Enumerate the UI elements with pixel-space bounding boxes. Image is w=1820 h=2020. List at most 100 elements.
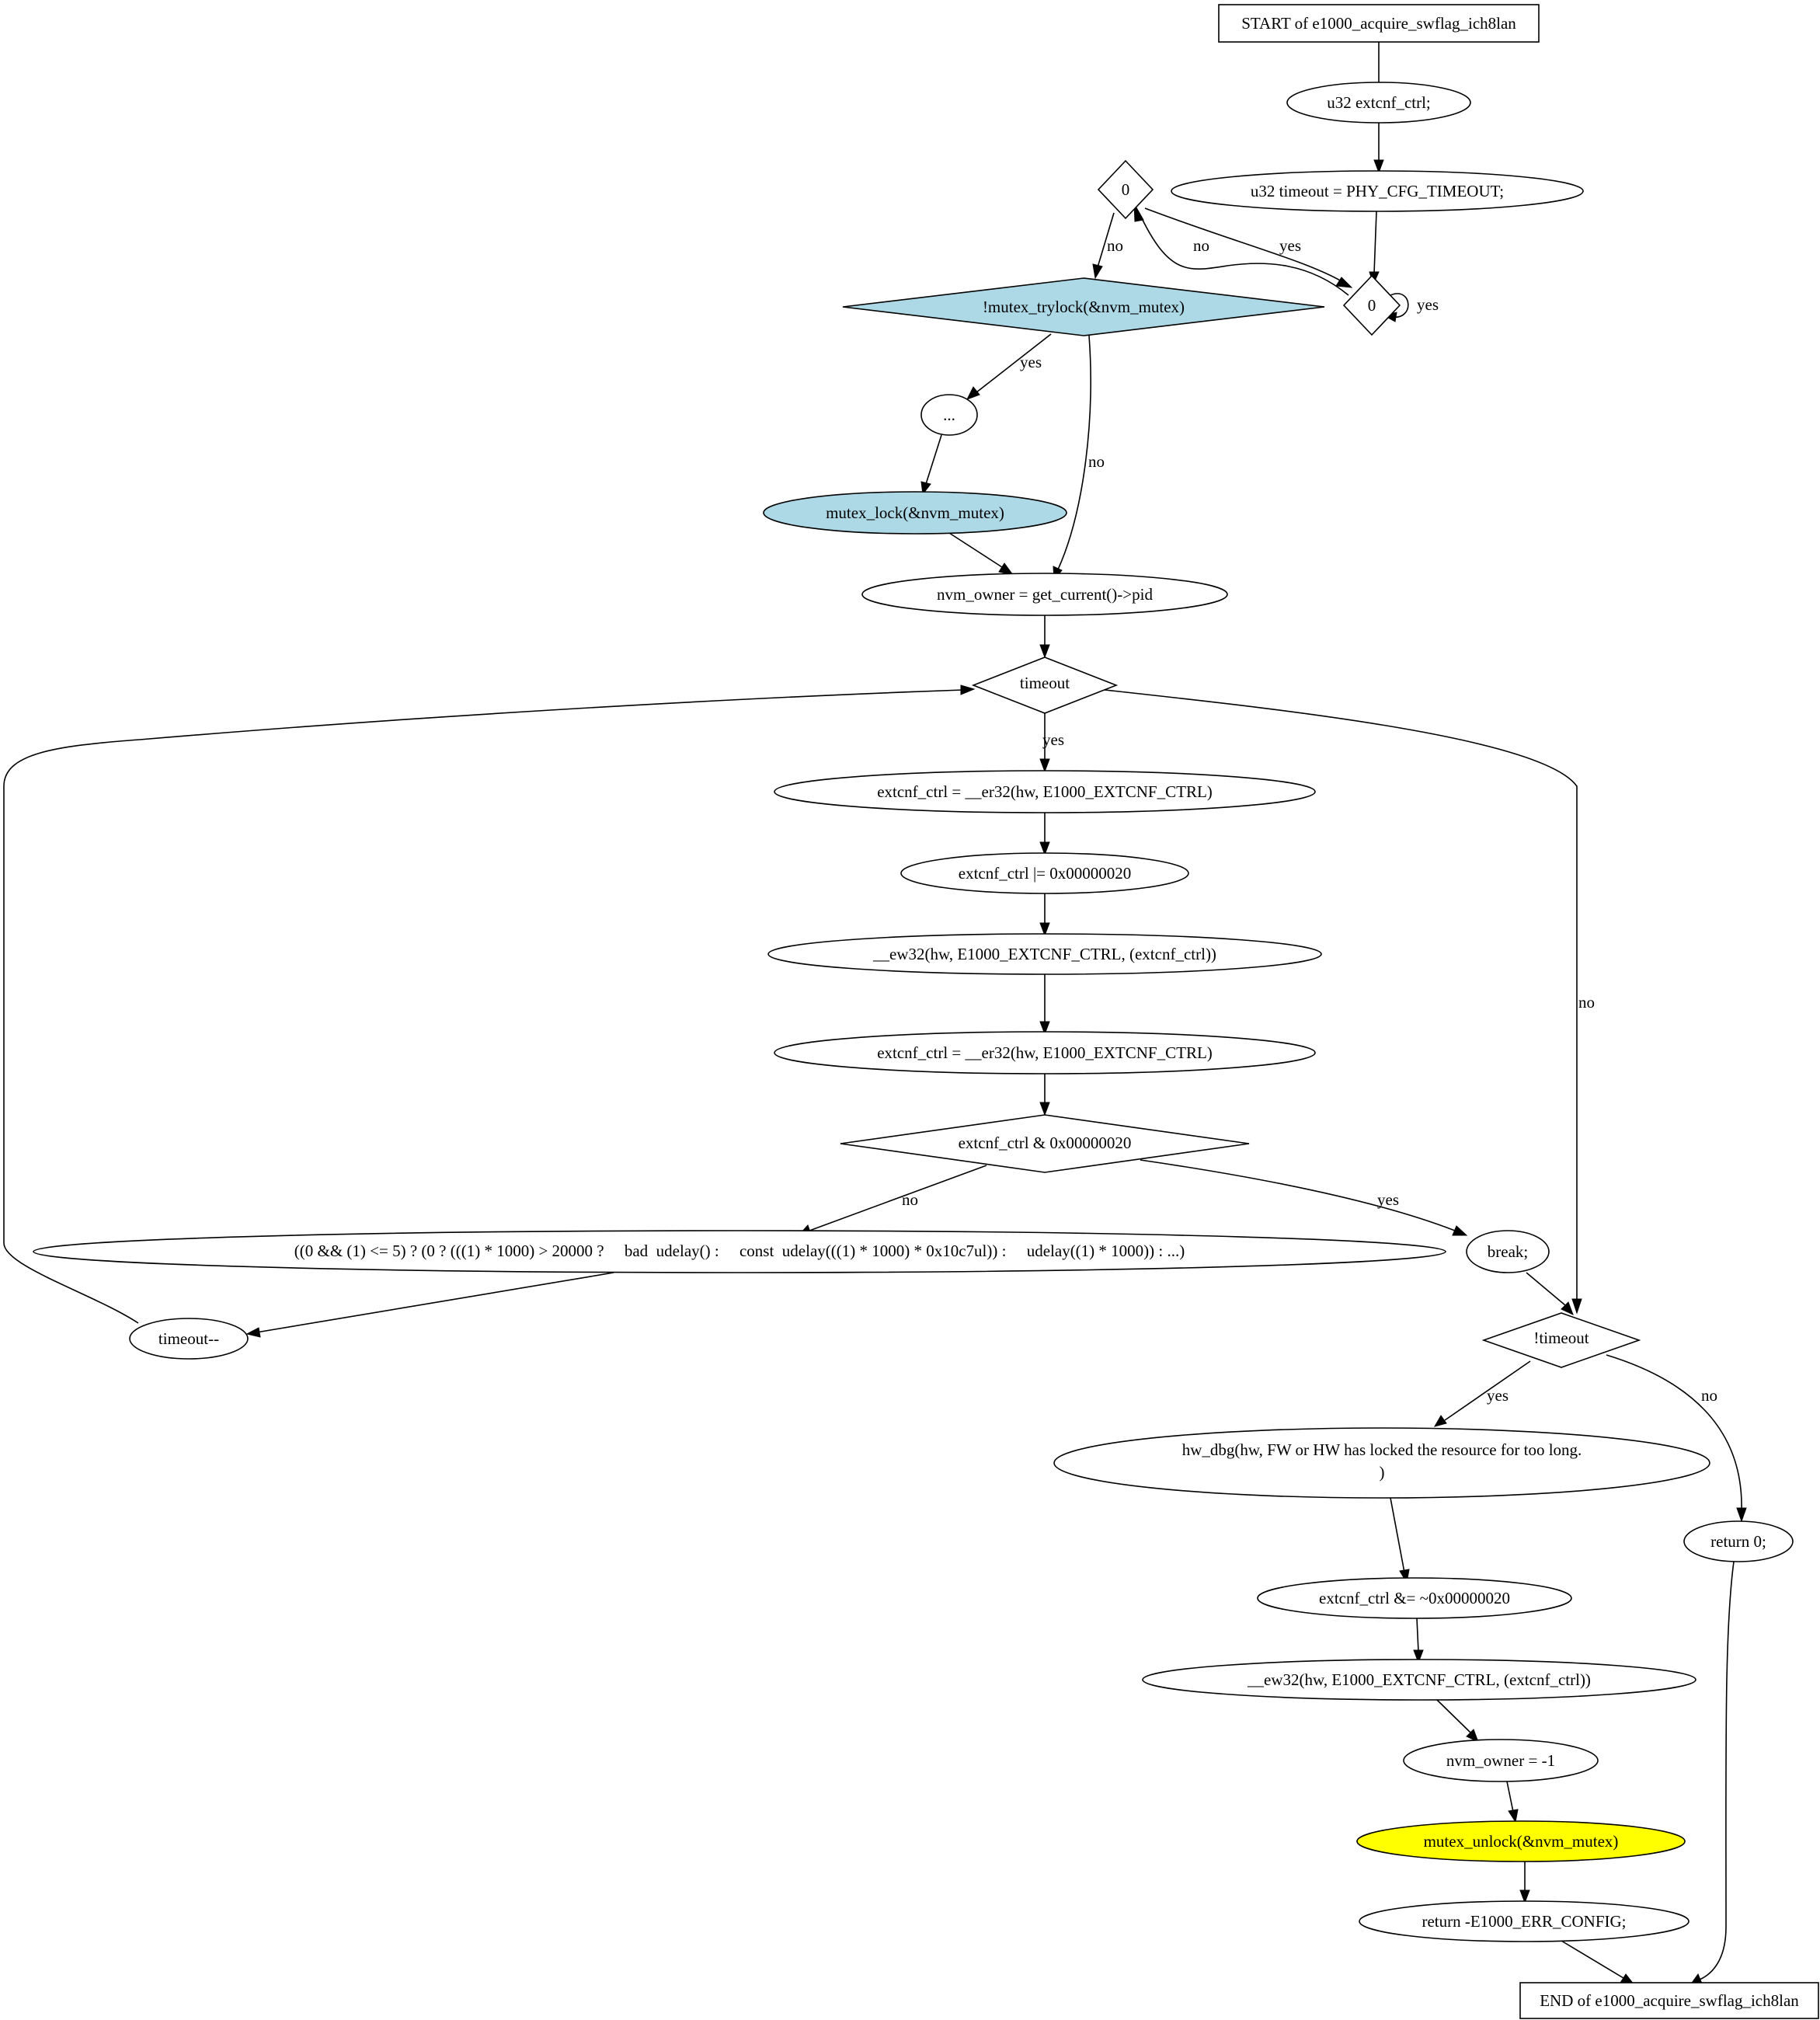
- edge-ew32-b-to-owner-reset: [1436, 1699, 1471, 1733]
- node-trylock-label: !mutex_trylock(&nvm_mutex): [983, 298, 1185, 316]
- node-owner-reset-label: nvm_owner = -1: [1446, 1751, 1555, 1770]
- node-timeout-dec-shape: [129, 1318, 249, 1360]
- node-owner-reset-shape: [1403, 1739, 1599, 1782]
- node-udelay-label: ((0 && (1) <= 5) ? (0 ? (((1) * 1000) > …: [294, 1242, 1185, 1260]
- node-zero-b-diamond: [1342, 274, 1401, 336]
- node-not-timeout-diamond: [1481, 1312, 1641, 1368]
- node-ellipsis: ...: [920, 394, 978, 436]
- edge-label-timeout-no: no: [1578, 993, 1595, 1012]
- edge-label-trylock-yes: yes: [1020, 353, 1042, 371]
- node-return-err-label: return -E1000_ERR_CONFIG;: [1422, 1912, 1626, 1931]
- arrowhead: [1039, 1021, 1050, 1036]
- node-nvm-owner-shape: [861, 573, 1228, 616]
- arrowhead: [960, 684, 976, 695]
- edge-udelay-to-timeout-dec: [256, 1272, 614, 1333]
- arrowhead: [1736, 1507, 1747, 1523]
- node-break-shape: [1466, 1230, 1550, 1273]
- node-ew32-a-shape: [767, 933, 1322, 975]
- arrowhead: [1133, 203, 1144, 222]
- edge-label-timeout-yes: yes: [1042, 730, 1064, 749]
- node-return-zero: return 0;: [1683, 1520, 1794, 1562]
- arrowhead: [1039, 644, 1050, 659]
- arrowhead: [1092, 263, 1103, 280]
- node-ew32-a-label: __ew32(hw, E1000_EXTCNF_CTRL, (extcnf_ct…: [872, 945, 1216, 963]
- node-nvm-owner: nvm_owner = get_current()->pid: [861, 573, 1228, 616]
- node-decl-timeout-label: u32 timeout = PHY_CFG_TIMEOUT;: [1251, 182, 1504, 200]
- node-break-label: break;: [1488, 1242, 1528, 1261]
- arrowhead: [1466, 1729, 1479, 1743]
- edge-and-assign-to-ew32-b: [1416, 1618, 1419, 1653]
- node-return-zero-label: return 0;: [1710, 1532, 1766, 1551]
- node-timeout-cond-diamond: [971, 656, 1119, 714]
- arrowhead: [1373, 159, 1384, 174]
- edge-labels: no no yes yes yes no yes no no yes yes n…: [902, 236, 1717, 1405]
- node-er32-b-shape: [774, 1031, 1316, 1074]
- node-ew32-b: __ew32(hw, E1000_EXTCNF_CTRL, (extcnf_ct…: [1142, 1659, 1696, 1701]
- node-end-label: END of e1000_acquire_swflag_ich8lan: [1540, 1991, 1799, 2010]
- node-zero-a-label: 0: [1122, 180, 1130, 199]
- arrowhead: [1508, 1809, 1519, 1823]
- edge-return-zero-to-end: [1699, 1561, 1735, 1980]
- node-er32-a-shape: [774, 770, 1316, 813]
- node-start: START of e1000_acquire_swflag_ich8lan: [1218, 4, 1540, 43]
- edge-label-and-cond-no: no: [902, 1190, 918, 1209]
- edge-label-trylock-no: no: [1088, 452, 1105, 471]
- edge-and-cond-to-break-yes: [1140, 1159, 1456, 1231]
- node-or-assign-shape: [900, 852, 1189, 894]
- node-owner-reset: nvm_owner = -1: [1403, 1739, 1599, 1782]
- node-and-cond-diamond: [840, 1114, 1250, 1173]
- node-ew32-a: __ew32(hw, E1000_EXTCNF_CTRL, (extcnf_ct…: [767, 933, 1322, 975]
- edge-not-timeout-to-hw-dbg-yes: [1444, 1360, 1531, 1421]
- node-decl-timeout-shape: [1171, 170, 1584, 212]
- node-return-err: return -E1000_ERR_CONFIG;: [1359, 1900, 1690, 1942]
- node-er32-b: extcnf_ctrl = __er32(hw, E1000_EXTCNF_CT…: [774, 1031, 1316, 1074]
- node-start-label: START of e1000_acquire_swflag_ich8lan: [1241, 14, 1516, 33]
- node-er32-a: extcnf_ctrl = __er32(hw, E1000_EXTCNF_CT…: [774, 770, 1316, 813]
- node-return-err-shape: [1359, 1900, 1690, 1942]
- edge-return-err-to-end: [1561, 1940, 1624, 1979]
- node-trylock: !mutex_trylock(&nvm_mutex): [842, 277, 1325, 336]
- edge-timeout-dec-to-timeout: [3, 689, 964, 1324]
- arrowhead: [1335, 277, 1353, 288]
- node-and-assign: extcnf_ctrl &= ~0x00000020: [1257, 1577, 1572, 1619]
- node-ellipsis-label: ...: [943, 406, 955, 424]
- node-mutex-unlock-shape: [1356, 1820, 1686, 1862]
- arrowhead: [1571, 1298, 1582, 1315]
- node-ew32-b-shape: [1142, 1659, 1696, 1701]
- arrowhead: [1433, 1415, 1447, 1427]
- node-udelay-shape: [33, 1230, 1446, 1273]
- edge-not-timeout-to-return-zero-no: [1606, 1354, 1742, 1512]
- nodes: START of e1000_acquire_swflag_ich8lan u3…: [33, 4, 1819, 2019]
- node-nvm-owner-label: nvm_owner = get_current()->pid: [937, 585, 1153, 604]
- node-and-cond: extcnf_ctrl & 0x00000020: [840, 1114, 1250, 1173]
- node-er32-a-label: extcnf_ctrl = __er32(hw, E1000_EXTCNF_CT…: [877, 782, 1213, 801]
- edge-zero-a-to-zero-b-yes: [1144, 207, 1342, 282]
- node-udelay: ((0 && (1) <= 5) ? (0 ? (((1) * 1000) > …: [33, 1230, 1446, 1273]
- node-decl-ext: u32 extcnf_ctrl;: [1286, 82, 1471, 124]
- node-timeout-dec-label: timeout--: [158, 1329, 219, 1348]
- node-hw-dbg-label-line1: hw_dbg(hw, FW or HW has locked the resou…: [1182, 1440, 1582, 1459]
- node-decl-ext-label: u32 extcnf_ctrl;: [1327, 93, 1431, 112]
- edge-zero-b-self-loop: [1390, 293, 1409, 318]
- edge-label-not-timeout-yes: yes: [1487, 1386, 1509, 1405]
- edges: [3, 42, 1747, 1986]
- edge-trylock-to-ellipsis-yes: [976, 333, 1052, 393]
- node-ew32-b-label: __ew32(hw, E1000_EXTCNF_CTRL, (extcnf_ct…: [1247, 1670, 1591, 1689]
- node-or-assign-label: extcnf_ctrl |= 0x00000020: [959, 864, 1132, 883]
- edge-mutex-lock-to-nvm-owner: [948, 532, 1003, 568]
- arrowhead: [1519, 1889, 1530, 1904]
- arrowhead: [1039, 758, 1050, 773]
- node-er32-b-label: extcnf_ctrl = __er32(hw, E1000_EXTCNF_CT…: [877, 1043, 1213, 1062]
- arrowhead: [1452, 1225, 1468, 1236]
- node-mutex-unlock-label: mutex_unlock(&nvm_mutex): [1424, 1832, 1619, 1851]
- node-and-cond-label: extcnf_ctrl & 0x00000020: [959, 1134, 1132, 1152]
- node-mutex-unlock: mutex_unlock(&nvm_mutex): [1356, 1820, 1686, 1862]
- arrowhead: [245, 1327, 261, 1338]
- edge-owner-reset-to-mutex-unlock: [1506, 1781, 1514, 1813]
- node-zero-a: 0: [1097, 159, 1154, 220]
- arrowhead: [1039, 1102, 1050, 1116]
- arrowhead: [966, 386, 980, 400]
- node-and-assign-label: extcnf_ctrl &= ~0x00000020: [1319, 1589, 1510, 1607]
- node-trylock-diamond: [842, 277, 1325, 336]
